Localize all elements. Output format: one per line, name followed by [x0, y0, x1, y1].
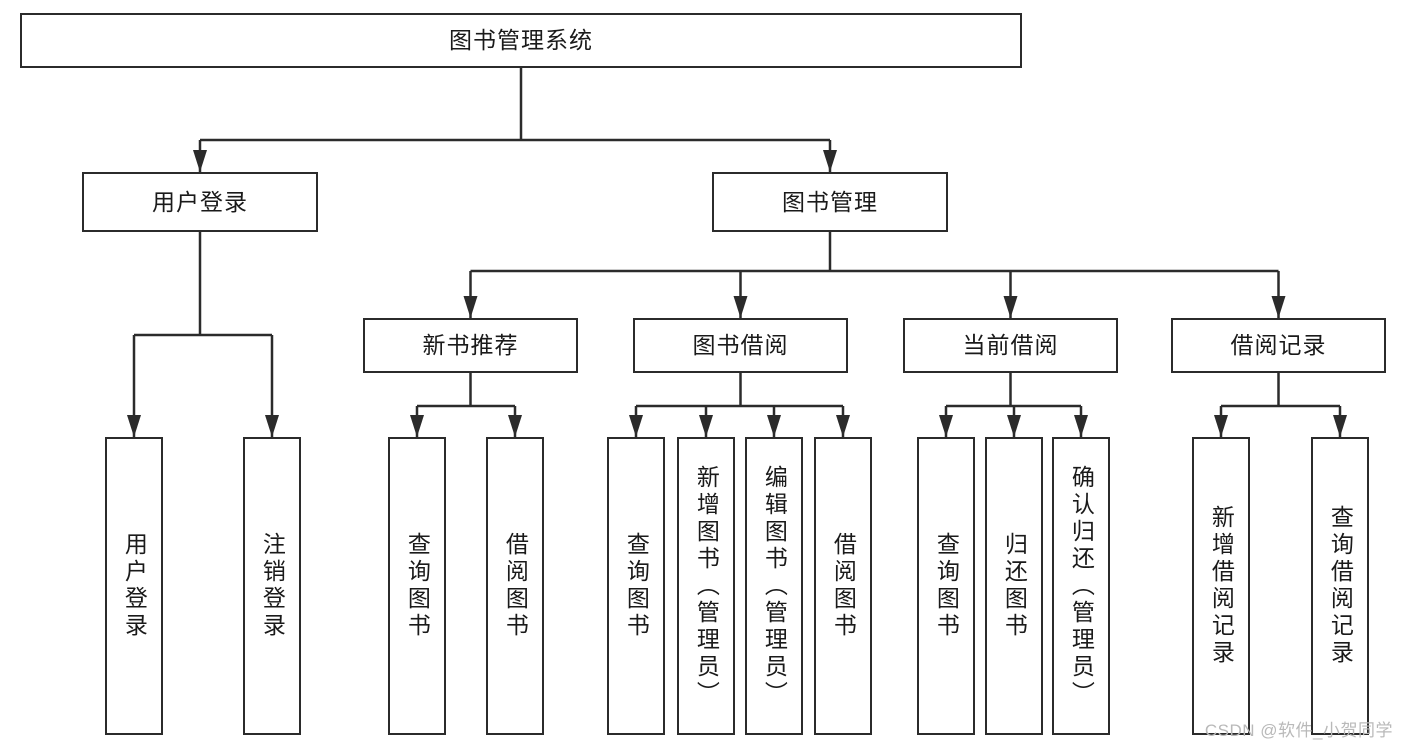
node-newbook[interactable]: 新书推荐: [363, 318, 578, 373]
node-leaf-bw-add[interactable]: 新增图书（管理员）: [677, 437, 735, 735]
node-leaf-rec-query[interactable]: 查询借阅记录: [1311, 437, 1369, 735]
node-root[interactable]: 图书管理系统: [20, 13, 1022, 68]
node-label: 注销登录: [259, 532, 286, 640]
node-label: 用户登录: [121, 532, 148, 640]
node-record[interactable]: 借阅记录: [1171, 318, 1386, 373]
arrow-head-icon-edge-bookmgmt-newbook: [463, 296, 478, 318]
node-leaf-bw-query[interactable]: 查询图书: [607, 437, 665, 735]
arrow-head-icon-edge-borrow-borrow: [836, 415, 850, 437]
node-login[interactable]: 用户登录: [82, 172, 318, 232]
arrow-head-icon-edge-current-return: [1007, 415, 1021, 437]
node-leaf-user-logout[interactable]: 注销登录: [243, 437, 301, 735]
node-label: 当前借阅: [962, 332, 1059, 359]
arrow-head-icon-edge-login-user-logout: [265, 415, 279, 437]
node-borrow[interactable]: 图书借阅: [633, 318, 848, 373]
arrow-head-icon-edge-bookmgmt-borrow: [733, 296, 748, 318]
node-label: 确认归还（管理员）: [1068, 464, 1095, 708]
node-label: 借阅图书: [502, 532, 529, 640]
arrow-head-icon-edge-root-bookmgmt: [823, 150, 837, 172]
arrow-head-icon-edge-bookmgmt-record: [1271, 296, 1286, 318]
node-leaf-nb-query[interactable]: 查询图书: [388, 437, 446, 735]
node-leaf-rec-add[interactable]: 新增借阅记录: [1192, 437, 1250, 735]
arrow-head-icon-edge-current-query: [939, 415, 953, 437]
node-label: 借阅图书: [830, 532, 857, 640]
node-bookmgmt[interactable]: 图书管理: [712, 172, 948, 232]
arrow-head-icon-edge-newbook-borrow: [508, 415, 522, 437]
node-label: 查询图书: [623, 532, 650, 640]
node-leaf-cur-confirm[interactable]: 确认归还（管理员）: [1052, 437, 1110, 735]
node-label: 新书推荐: [422, 332, 519, 359]
arrow-head-icon-edge-current-confirm: [1074, 415, 1088, 437]
node-leaf-user-login[interactable]: 用户登录: [105, 437, 163, 735]
node-label: 新增借阅记录: [1208, 505, 1235, 667]
watermark-label: CSDN @软件_小贺同学: [1204, 721, 1393, 740]
arrow-head-icon-edge-newbook-query: [410, 415, 424, 437]
node-label: 查询图书: [404, 532, 431, 640]
node-label: 借阅记录: [1230, 332, 1327, 359]
node-label: 新增图书（管理员）: [693, 464, 720, 708]
arrow-head-icon-edge-borrow-add: [699, 415, 713, 437]
node-label: 图书管理: [782, 188, 878, 215]
node-leaf-bw-borrow[interactable]: 借阅图书: [814, 437, 872, 735]
node-leaf-cur-query[interactable]: 查询图书: [917, 437, 975, 735]
node-label: 查询借阅记录: [1327, 505, 1354, 667]
node-label: 用户登录: [152, 188, 248, 215]
arrow-head-icon-edge-bookmgmt-current: [1003, 296, 1018, 318]
node-leaf-nb-borrow[interactable]: 借阅图书: [486, 437, 544, 735]
node-label: 编辑图书（管理员）: [761, 464, 788, 708]
node-current[interactable]: 当前借阅: [903, 318, 1118, 373]
arrow-head-icon-edge-record-add: [1214, 415, 1228, 437]
arrow-head-icon-edge-record-query: [1333, 415, 1347, 437]
node-leaf-bw-edit[interactable]: 编辑图书（管理员）: [745, 437, 803, 735]
node-label: 图书借阅: [692, 332, 789, 359]
node-label: 归还图书: [1001, 532, 1028, 640]
node-leaf-cur-return[interactable]: 归还图书: [985, 437, 1043, 735]
node-label: 查询图书: [933, 532, 960, 640]
arrow-head-icon-edge-borrow-edit: [767, 415, 781, 437]
node-label: 图书管理系统: [449, 27, 593, 54]
arrow-head-icon-edge-root-login: [193, 150, 207, 172]
arrow-head-icon-edge-borrow-query: [629, 415, 643, 437]
arrow-head-icon-edge-login-user-login: [127, 415, 141, 437]
